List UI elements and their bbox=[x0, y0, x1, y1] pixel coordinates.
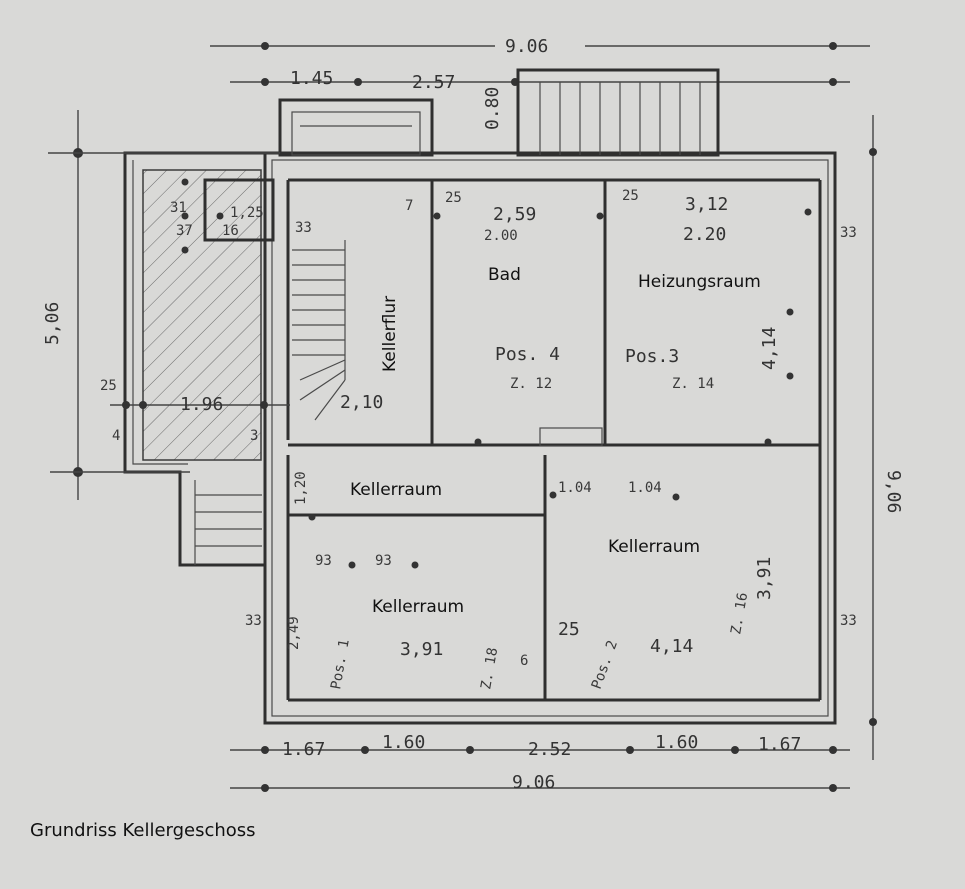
dim-25b: 25 bbox=[445, 190, 462, 206]
dim-right-total: 9,06 bbox=[883, 470, 904, 513]
drawing-caption: Grundriss Kellergeschoss bbox=[30, 820, 256, 841]
room-kellerraum-1: Kellerraum bbox=[350, 480, 442, 500]
pos4-label: Pos. 4 bbox=[495, 344, 560, 365]
dim-right-391: 3,91 bbox=[754, 557, 775, 600]
dim-left-side: 5,06 bbox=[42, 302, 63, 345]
dim-top-total: 9.06 bbox=[505, 36, 548, 57]
dim-3: 3 bbox=[250, 428, 258, 444]
dim-top-seg2: 2.57 bbox=[412, 72, 455, 93]
z12-label: Z. 12 bbox=[510, 376, 552, 392]
dim-25a: 25 bbox=[100, 378, 117, 394]
room-kellerraum-2: Kellerraum bbox=[608, 537, 700, 557]
dim-bad-width: 2,59 bbox=[493, 204, 536, 225]
dim-left-196: 1.96 bbox=[180, 394, 223, 415]
dim-b-160a: 1.60 bbox=[382, 732, 425, 753]
dim-104a: 1.04 bbox=[558, 480, 592, 496]
dim-b-252: 2.52 bbox=[528, 739, 571, 760]
dim-25c: 25 bbox=[622, 188, 639, 204]
interior-walls bbox=[203, 178, 822, 702]
dim-b-160b: 1.60 bbox=[655, 732, 698, 753]
right-dimension-line bbox=[869, 115, 877, 760]
reference-dots bbox=[181, 178, 812, 569]
dim-249: 2,49 bbox=[286, 616, 302, 650]
dim-125: 1,25 bbox=[230, 205, 264, 221]
dim-37: 37 bbox=[176, 223, 193, 239]
dim-25d: 25 bbox=[558, 619, 580, 640]
left-dimension-line bbox=[48, 110, 290, 500]
dim-flur-width: 2,10 bbox=[340, 392, 383, 413]
dim-heiz-414: 4,14 bbox=[759, 327, 780, 370]
pos3-label: Pos.3 bbox=[625, 346, 679, 367]
dim-093a: 93 bbox=[315, 553, 332, 569]
dim-bad-inner: 2.00 bbox=[484, 228, 518, 244]
dim-heiz-width: 3,12 bbox=[685, 194, 728, 215]
dim-room-391: 3,91 bbox=[400, 639, 443, 660]
dim-080: 0.80 bbox=[482, 87, 503, 130]
room-bad: Bad bbox=[488, 265, 521, 285]
dim-104b: 1.04 bbox=[628, 480, 662, 496]
dim-33a: 33 bbox=[840, 225, 857, 241]
z14-label: Z. 14 bbox=[672, 376, 714, 392]
z16-label: Z. 16 bbox=[728, 591, 751, 635]
room-heizungsraum: Heizungsraum bbox=[638, 272, 761, 292]
pos1-label: Pos. 1 bbox=[328, 638, 353, 691]
dim-093b: 93 bbox=[375, 553, 392, 569]
room-kellerflur: Kellerflur bbox=[380, 296, 400, 372]
dim-33d: 33 bbox=[295, 220, 312, 236]
outside-stair-left bbox=[194, 480, 262, 565]
dim-16: 16 bbox=[222, 223, 239, 239]
dim-120: 1,20 bbox=[293, 471, 309, 505]
bottom-dimension-lines bbox=[230, 746, 850, 792]
outer-walls bbox=[123, 151, 837, 725]
dim-33c: 33 bbox=[245, 613, 262, 629]
room-labels: Bad Heizungsraum Kellerflur Kellerraum K… bbox=[350, 265, 761, 617]
dim-b-167a: 1.67 bbox=[282, 739, 325, 760]
dim-heiz-inner: 2.20 bbox=[683, 224, 726, 245]
dim-bottom-total: 9.06 bbox=[512, 772, 555, 793]
dim-33b: 33 bbox=[840, 613, 857, 629]
room-kellerraum-3: Kellerraum bbox=[372, 597, 464, 617]
outside-stair-top bbox=[516, 68, 720, 157]
dim-top-seg1: 1.45 bbox=[290, 68, 333, 89]
dimension-labels: 9.06 9.06 1.45 2.57 0.80 2,59 2.00 3,12 … bbox=[42, 36, 904, 793]
top-bay bbox=[278, 98, 434, 157]
dim-4: 4 bbox=[112, 428, 120, 444]
pos2-label: Pos. 2 bbox=[589, 638, 621, 691]
dim-room-414: 4,14 bbox=[650, 636, 693, 657]
dim-7: 7 bbox=[405, 198, 413, 214]
z18-label: Z. 18 bbox=[478, 646, 501, 690]
dim-31: 31 bbox=[170, 200, 187, 216]
dim-6: 6 bbox=[520, 653, 528, 669]
dim-b-167b: 1.67 bbox=[758, 734, 801, 755]
